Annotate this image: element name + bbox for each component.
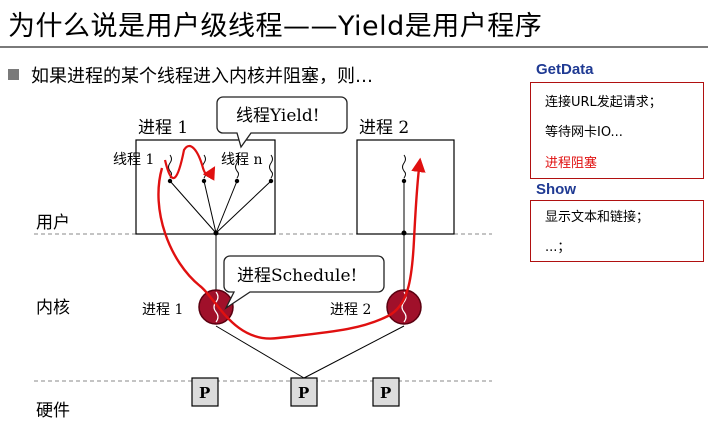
thread-squiggle-1 bbox=[168, 154, 172, 179]
bullet-text: 如果进程的某个线程进入内核并阻塞，则… bbox=[31, 66, 373, 87]
title-divider bbox=[0, 46, 708, 48]
show-line-1: 显示文本和链接； bbox=[545, 210, 650, 225]
getdata-line-3: 进程阻塞 bbox=[545, 156, 598, 171]
yield-callout-text: 线程Yield! bbox=[236, 106, 320, 126]
show-line-2: ...； bbox=[545, 240, 571, 255]
process2-box bbox=[356, 139, 455, 235]
schedule-arrow bbox=[157, 157, 426, 340]
getdata-line-1: 连接URL发起请求； bbox=[545, 95, 662, 110]
cpu-box-3 bbox=[372, 377, 400, 407]
page-title: 为什么说是用户级线程——Yield是用户程序 bbox=[8, 11, 543, 42]
hardware-layer-label: 硬件 bbox=[36, 401, 70, 421]
cpu-label-3: P bbox=[380, 384, 391, 402]
bullet-square-icon bbox=[8, 69, 19, 80]
kernel-process2-label: 进程 2 bbox=[330, 302, 371, 318]
kernel-process1-label: 进程 1 bbox=[142, 302, 183, 318]
show-title: Show bbox=[536, 181, 576, 198]
getdata-title: GetData bbox=[536, 61, 594, 78]
user-layer-label: 用户 bbox=[36, 213, 70, 233]
cpu-box-2 bbox=[290, 377, 318, 407]
yield-arrow bbox=[163, 144, 216, 181]
process2-label: 进程 2 bbox=[359, 118, 409, 138]
kernel-process2-node bbox=[386, 289, 422, 325]
thread-squiggle-3 bbox=[235, 154, 239, 179]
thread-squiggle-4 bbox=[269, 154, 273, 179]
cpu-label-1: P bbox=[199, 384, 210, 402]
cpu-box-1 bbox=[191, 377, 219, 407]
getdata-box bbox=[530, 82, 704, 179]
cpu-label-2: P bbox=[298, 384, 309, 402]
process1-label: 进程 1 bbox=[138, 118, 188, 138]
schedule-callout-bubble bbox=[223, 255, 385, 310]
threadn-label: 线程 n bbox=[221, 152, 262, 168]
thread-squiggle-p2 bbox=[402, 154, 406, 179]
getdata-line-2: 等待网卡IO... bbox=[545, 125, 623, 140]
yield-callout-bubble bbox=[216, 96, 348, 149]
thread1-label: 线程 1 bbox=[113, 152, 154, 168]
kernel-layer-label: 内核 bbox=[36, 298, 70, 318]
show-box bbox=[530, 200, 704, 262]
schedule-callout-text: 进程Schedule! bbox=[237, 266, 357, 286]
